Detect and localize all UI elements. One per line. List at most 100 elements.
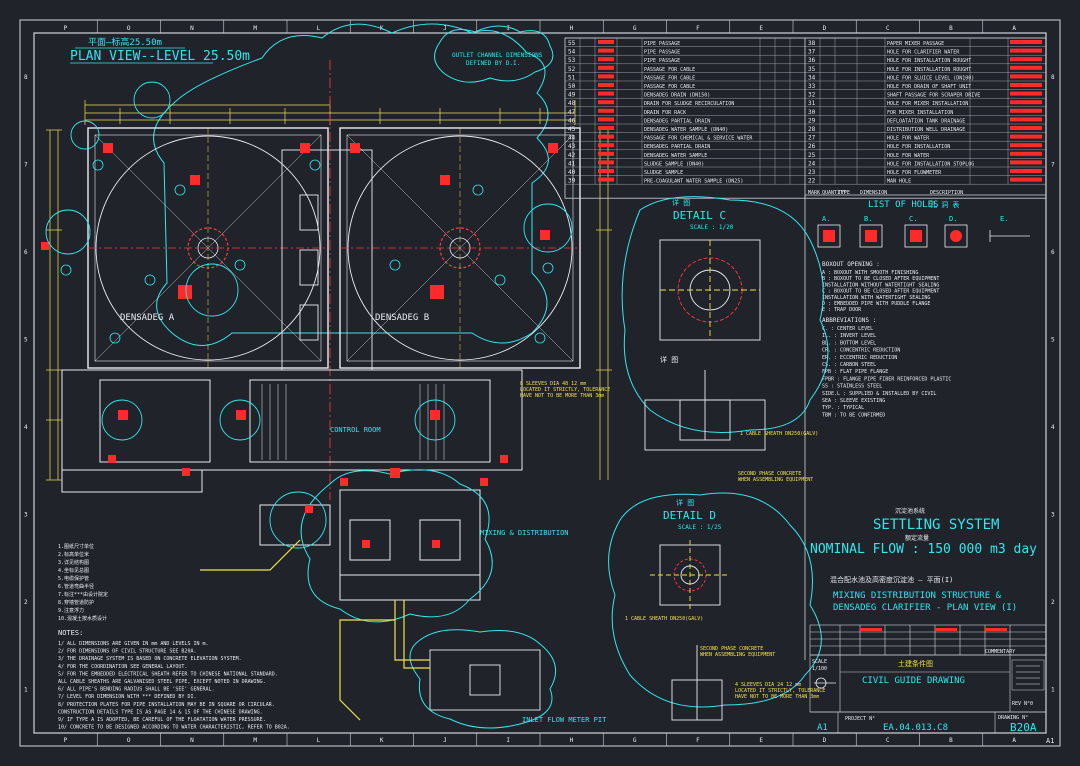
sheet-size: A1: [1046, 737, 1054, 745]
equip-desc: PIPE PASSAGE: [644, 41, 680, 47]
grid-letter-top: F: [696, 25, 700, 32]
equip-mark: 34: [808, 74, 816, 81]
drawing-name-cn: 混合配水池及高密度沉淀池 — 平面(I): [830, 575, 953, 584]
densadeg-a-label: DENSADEG A: [120, 313, 175, 323]
holes-title: LIST OF HOLES: [868, 200, 938, 210]
drawing-name-2: DENSADEG CLARIFIER - PLAN VIEW (I): [833, 603, 1017, 613]
note-cn-line: 3.详见结构图: [58, 559, 89, 566]
grid-letter-top: N: [190, 25, 194, 32]
note-line: 5/ FOR THE EMBEDDED ELECTRICAL SHEATH RE…: [58, 671, 278, 677]
equip-desc: HOLE FOR WATER: [887, 136, 930, 142]
note-line: 8/ PROTECTION PLATES FOR PIPE INSTALLATI…: [58, 702, 275, 708]
densadeg-a-tank: [87, 127, 329, 369]
civil-cn: 土建条件图: [898, 659, 933, 668]
equip-desc: HOLE FOR CLARIFIER WATER: [887, 50, 960, 56]
equip-header: QUANTITY: [822, 190, 846, 196]
detail-d-scale: SCALE : 1/25: [678, 524, 722, 531]
outlet-note-1: OUTLET CHANNEL DIMENSIONS: [452, 52, 543, 59]
abbr-item: TBM : TO BE CONFIRMED: [822, 412, 885, 418]
equip-mark: 42: [568, 152, 576, 159]
grid-number-left: 6: [24, 249, 28, 256]
note-line: 10/ CONCRETE TO BE DESIGNED ACCORDING TO…: [58, 725, 290, 731]
equip-desc: HOLE FOR INSTALLATION STOPLOG: [887, 161, 974, 167]
equip-mark: 23: [808, 169, 816, 176]
inlet-pit-label: INLET FLOW METER PIT: [522, 716, 607, 724]
drawing-number: B20A: [1010, 721, 1037, 734]
equip-desc: PIPE PASSAGE: [644, 58, 680, 64]
equip-header: TYPE: [838, 190, 850, 196]
note-line: 4/ FOR THE COORDINATION SEE GENERAL LAYO…: [58, 664, 187, 670]
hole-type-letter: D.: [949, 215, 957, 223]
equip-desc: DENSADEG DRAIN (DN150): [644, 93, 710, 99]
abbr-item: FPBR : FLANGE PIPE FIBER REINFORCED PLAS…: [822, 376, 951, 382]
equip-mark: 39: [568, 178, 576, 185]
grid-letter-bottom: P: [64, 737, 68, 744]
grid-letter-top: L: [317, 25, 321, 32]
detail-c-cn: 详 图: [672, 198, 690, 207]
system-cn: 沉淀池系统: [895, 507, 925, 515]
project-label: PROJECT N°: [845, 716, 875, 722]
abbr-item: ER. : ECCENTRIC REDUCTION: [822, 355, 897, 361]
plan-title: PLAN VIEW--LEVEL 25.50m: [70, 49, 250, 64]
grid-letter-bottom: F: [696, 737, 700, 744]
equip-desc: DENSADEG WATER SAMPLE (DN40): [644, 127, 728, 133]
hole-type-letter: E.: [1000, 215, 1008, 223]
abbr-item: CR. : CONCENTRIC REDUCTION: [822, 348, 900, 354]
abbr-item: IL. : INVERT LEVEL: [822, 333, 876, 339]
equip-desc: DRAIN FOR RACK: [644, 110, 686, 116]
equip-mark: 24: [808, 160, 816, 167]
note-line: 9/ IF TYPE A IS ADOPTED, BE CAREFUL OF T…: [58, 717, 266, 723]
mixing-label: MIXING & DISTRIBUTION: [480, 529, 569, 537]
grid-letter-bottom: M: [253, 737, 257, 744]
abbr-item: TYP. : TYPICAL: [822, 405, 864, 411]
equip-mark: 40: [568, 169, 576, 176]
control-room-label: CONTROL ROOM: [330, 426, 381, 434]
equip-desc: MAN HOLE: [887, 179, 911, 185]
equip-mark: 52: [568, 66, 576, 73]
rev-number: 0: [1030, 701, 1033, 707]
grid-letter-bottom: O: [127, 737, 131, 744]
holes-panel: LIST OF HOLES 孔 洞 表 A.B.C.D.E. BOXOUT OP…: [804, 194, 1046, 660]
equip-mark: 29: [808, 117, 816, 124]
equip-mark: 46: [568, 117, 576, 124]
abbr-item: SEA : SLEEVE EXISTING: [822, 398, 885, 404]
rev-label: REV N°: [1012, 701, 1030, 707]
commentary-label: COMMENTARY: [985, 649, 1015, 655]
grid-number-right: 3: [1051, 511, 1055, 518]
hole-type-letter: B.: [864, 215, 872, 223]
equip-desc: SLUDGE SAMPLE (DN40): [644, 161, 704, 167]
densadeg-b-label: DENSADEG B: [375, 313, 429, 323]
detail-c-section-cn: 详 图: [660, 355, 678, 364]
equip-desc: PIPE PASSAGE: [644, 50, 680, 56]
detail-d-second-1: SECOND PHASE CONCRETE: [700, 646, 763, 652]
grid-number-left: 4: [24, 424, 28, 431]
densadeg-b-tank: [339, 127, 581, 369]
note-line: 3/ THE DRAINAGE SYSTEM IS BASED ON CONCR…: [58, 656, 242, 662]
equip-header: MARK: [808, 190, 820, 196]
callouts: [45, 81, 573, 549]
equip-mark: 53: [568, 57, 576, 64]
grid-letter-bottom: H: [570, 737, 574, 744]
grid-number-left: 8: [24, 74, 28, 81]
note-cn-line: 4.坐标见总图: [58, 567, 89, 574]
detail-c-scale: SCALE : 1/20: [690, 224, 734, 231]
note-line: 2/ FOR DIMENSIONS OF CIVIL STRUCTURE SEE…: [58, 649, 196, 655]
detail-d-sleeves-3: HAVE NOT TO BE MORE THAN 3mm: [735, 694, 819, 700]
equip-mark: 26: [808, 143, 816, 150]
equip-desc: PASSAGE FOR CABLE: [644, 67, 695, 73]
pipes: [200, 539, 430, 721]
equip-desc: PASSAGE FOR CABLE: [644, 75, 695, 81]
grid-number-right: 8: [1051, 74, 1055, 81]
note-cn-line: 6.管道弯曲半径: [58, 583, 94, 590]
equip-mark: 27: [808, 135, 816, 142]
grid-letter-top: A: [1012, 25, 1016, 32]
equip-mark: 55: [568, 40, 576, 47]
equip-desc: HOLE FOR SLUICE LEVEL (DN100): [887, 75, 974, 81]
equip-mark: 36: [808, 57, 816, 64]
equip-mark: 44: [568, 135, 576, 142]
equip-mark: 45: [568, 126, 576, 133]
equip-desc: PRE-COAGULANT WATER SAMPLE (DN25): [644, 179, 743, 185]
sleeves-note-2: LOCATED IT STRICTLY, TOLERANCE: [520, 387, 610, 393]
